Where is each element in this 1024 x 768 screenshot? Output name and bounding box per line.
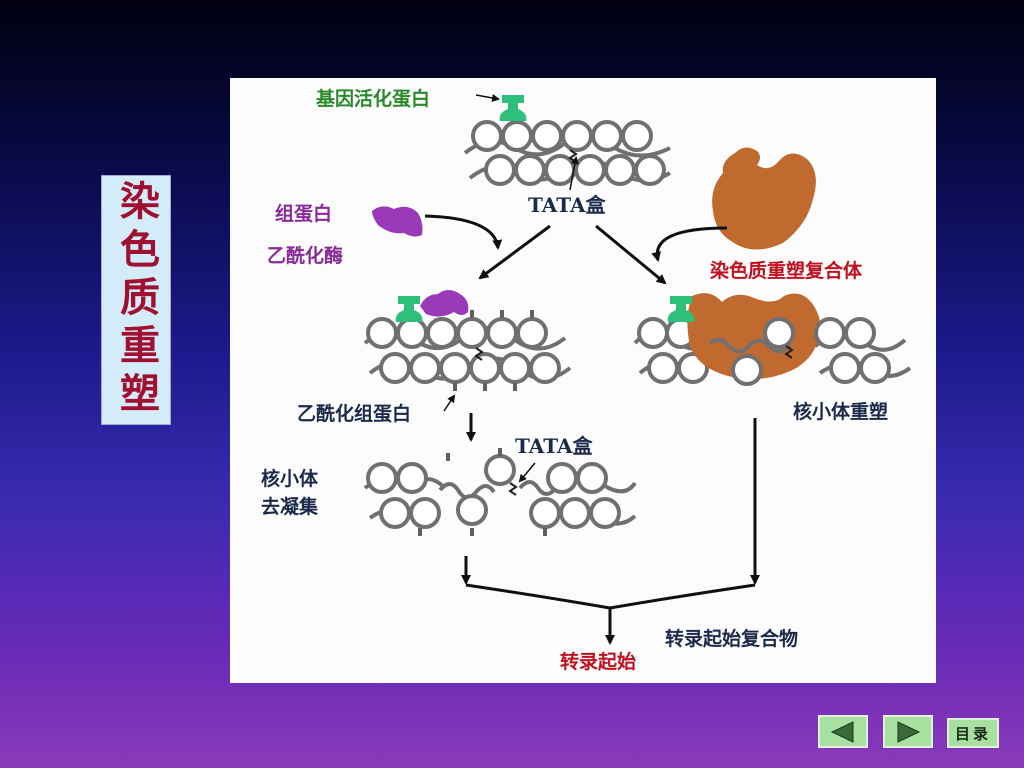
- acetylase-protein: [372, 206, 423, 237]
- table-of-contents-button[interactable]: 目录: [947, 718, 999, 748]
- label-gene-activator: 基因活化蛋白: [316, 88, 431, 110]
- acetylase-bound: [420, 290, 469, 317]
- slide-title-box: 染色质重塑: [101, 175, 171, 425]
- slide-title: 染色质重塑: [113, 180, 160, 420]
- acetyl-tails: [453, 310, 534, 391]
- label-acetylase: 乙酰化酶: [267, 245, 344, 267]
- label-tata-box-top: TATA盒: [528, 193, 606, 217]
- decondensed-tails: [418, 448, 547, 536]
- label-remodeling-complex: 染色质重塑复合体: [710, 260, 863, 282]
- acetylated-chromatin: [363, 317, 572, 384]
- label-tata-box-mid: TATA盒: [515, 434, 593, 458]
- label-decondensation: 去凝集: [261, 496, 319, 518]
- triangle-left-icon: [830, 720, 854, 743]
- remodeling-complex-bound: [687, 293, 821, 380]
- label-histone: 组蛋白: [275, 203, 333, 225]
- decondensed-chromatin: [363, 454, 637, 529]
- top-chromatin: [463, 120, 672, 186]
- remodeling-complex-blob: [712, 147, 816, 250]
- activator-protein-top: [499, 95, 527, 121]
- activator-protein-right: [667, 296, 695, 322]
- label-acetylated-histone: 乙酰化组蛋白: [297, 403, 412, 425]
- remodeled-nucleosomes: [708, 317, 891, 386]
- chromatin-diagram: [363, 93, 912, 645]
- next-slide-button[interactable]: [883, 715, 933, 748]
- label-nucleosome-remodeling: 核小体重塑: [793, 401, 889, 423]
- label-nucleosome: 核小体: [261, 468, 319, 490]
- diagram-panel: 基因活化蛋白 TATA盒 组蛋白 乙酰化酶 染色质重塑复合体 乙酰化组蛋白 核小…: [230, 78, 936, 683]
- prev-slide-button[interactable]: [818, 715, 868, 748]
- label-transcription-complex: 转录起始复合物: [665, 628, 799, 650]
- triangle-right-icon: [897, 720, 921, 743]
- label-transcription-start: 转录起始: [560, 651, 637, 673]
- activator-protein-left: [395, 296, 423, 322]
